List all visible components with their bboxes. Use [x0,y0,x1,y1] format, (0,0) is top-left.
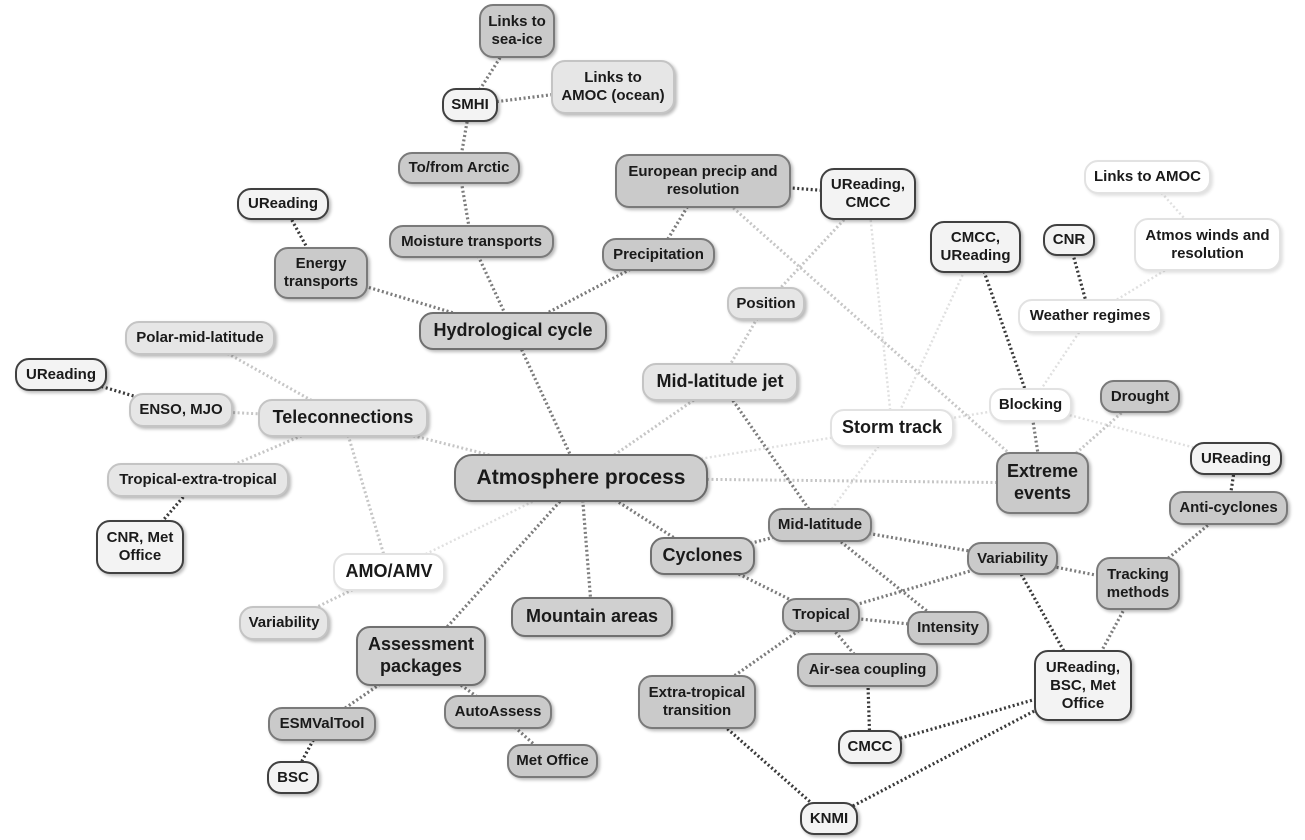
node-esmvaltool[interactable]: ESMValTool [268,707,376,741]
node-precipitation[interactable]: Precipitation [602,238,715,271]
node-ureading-cmcc[interactable]: UReading, CMCC [820,168,916,220]
node-energy-transports[interactable]: Energy transports [274,247,368,299]
node-moisture-transports[interactable]: Moisture transports [389,225,554,258]
node-atmosphere-process[interactable]: Atmosphere process [454,454,708,502]
node-cyclones[interactable]: Cyclones [650,537,755,575]
node-position[interactable]: Position [727,287,805,320]
node-variability-amo[interactable]: Variability [239,606,329,640]
node-anti-cyclones[interactable]: Anti-cyclones [1169,491,1288,525]
node-atmos-winds-resolution[interactable]: Atmos winds and resolution [1134,218,1281,271]
node-tropical[interactable]: Tropical [782,598,860,632]
node-met-office[interactable]: Met Office [507,744,598,778]
edge-tracking-variability1 [1012,556,1139,586]
node-cnr-met-office[interactable]: CNR, Met Office [96,520,184,574]
node-cmcc-ureading[interactable]: CMCC, UReading [930,221,1021,273]
node-extreme-events[interactable]: Extreme events [996,452,1089,514]
node-assessment-packages[interactable]: Assessment packages [356,626,486,686]
node-autoassess[interactable]: AutoAssess [444,695,552,729]
node-tropical-extra-tropical[interactable]: Tropical-extra-tropical [107,463,289,497]
edge-variability1-urbsc [1011,557,1085,687]
node-extra-tropical-transition[interactable]: Extra-tropical transition [638,675,756,729]
node-enso-mjo[interactable]: ENSO, MJO [129,393,233,427]
edge-stormtrack-ureading_cmcc [866,193,894,429]
node-ureading-bsc-met-office[interactable]: UReading, BSC, Met Office [1034,650,1132,721]
edge-tropical-intensity [820,613,949,630]
node-bsc[interactable]: BSC [267,761,319,794]
edge-moisture-arctic [457,167,474,242]
node-drought[interactable]: Drought [1100,380,1180,413]
edge-midlat-intensity [818,523,950,630]
node-storm-track[interactable]: Storm track [830,409,954,447]
node-tracking-methods[interactable]: Tracking methods [1096,557,1180,610]
node-cnr-regimes[interactable]: CNR [1043,224,1095,256]
node-to-from-arctic[interactable]: To/from Arctic [398,152,520,184]
edge-midjet-midlat [718,381,822,526]
node-air-sea-coupling[interactable]: Air-sea coupling [797,653,938,687]
node-knmi[interactable]: KNMI [800,802,858,835]
node-variability-cyclones[interactable]: Variability [967,542,1058,575]
node-ureading-anticyclones[interactable]: UReading [1190,442,1282,475]
node-ureading-enso[interactable]: UReading [15,358,107,391]
node-links-to-amoc[interactable]: Links to AMOC [1084,160,1211,194]
node-mid-latitude-jet[interactable]: Mid-latitude jet [642,363,798,401]
node-european-precip[interactable]: European precip and resolution [615,154,791,208]
edge-stormtrack-cmcc_ureading [890,246,977,429]
node-cmcc-airsea[interactable]: CMCC [838,730,902,764]
edge-euprecip-extreme [702,179,1044,485]
edge-blocking-cmcc_ureading [973,246,1033,406]
node-intensity[interactable]: Intensity [907,611,989,645]
node-mountain-areas[interactable]: Mountain areas [511,597,673,637]
node-weather-regimes[interactable]: Weather regimes [1018,299,1162,333]
node-blocking[interactable]: Blocking [989,388,1072,422]
node-links-to-amoc-ocean[interactable]: Links to AMOC (ocean) [551,60,675,114]
node-smhi[interactable]: SMHI [442,88,498,122]
node-links-to-sea-ice[interactable]: Links to sea-ice [479,4,555,58]
node-mid-latitude[interactable]: Mid-latitude [768,508,872,542]
edge-autoassess-metoffice [496,710,554,763]
node-polar-mid-latitude[interactable]: Polar-mid-latitude [125,321,275,355]
node-hydrological-cycle[interactable]: Hydrological cycle [419,312,607,350]
node-ureading-energy[interactable]: UReading [237,188,329,220]
node-teleconnections[interactable]: Teleconnections [258,399,428,437]
node-amo-amv[interactable]: AMO/AMV [333,553,445,591]
